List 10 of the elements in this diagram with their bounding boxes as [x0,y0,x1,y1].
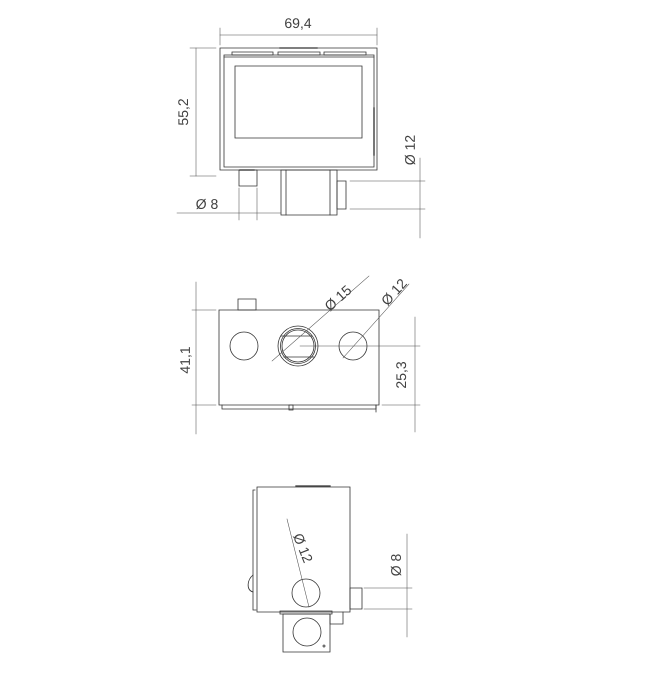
dimension-label: Ø 8 [390,554,402,576]
dimension-label: 69,4 [285,18,312,30]
dimension-label: Ø 12 [382,279,408,306]
dimension-label: Ø 8 [196,198,218,210]
dimension-label: 25,3 [396,362,408,388]
dimension-label: 41,1 [180,347,192,374]
dimension-label: Ø 12 [292,534,312,564]
dimension-label: Ø 15 [326,285,351,312]
dimension-label: 55,2 [178,99,190,126]
dimension-label: Ø 12 [404,136,416,165]
